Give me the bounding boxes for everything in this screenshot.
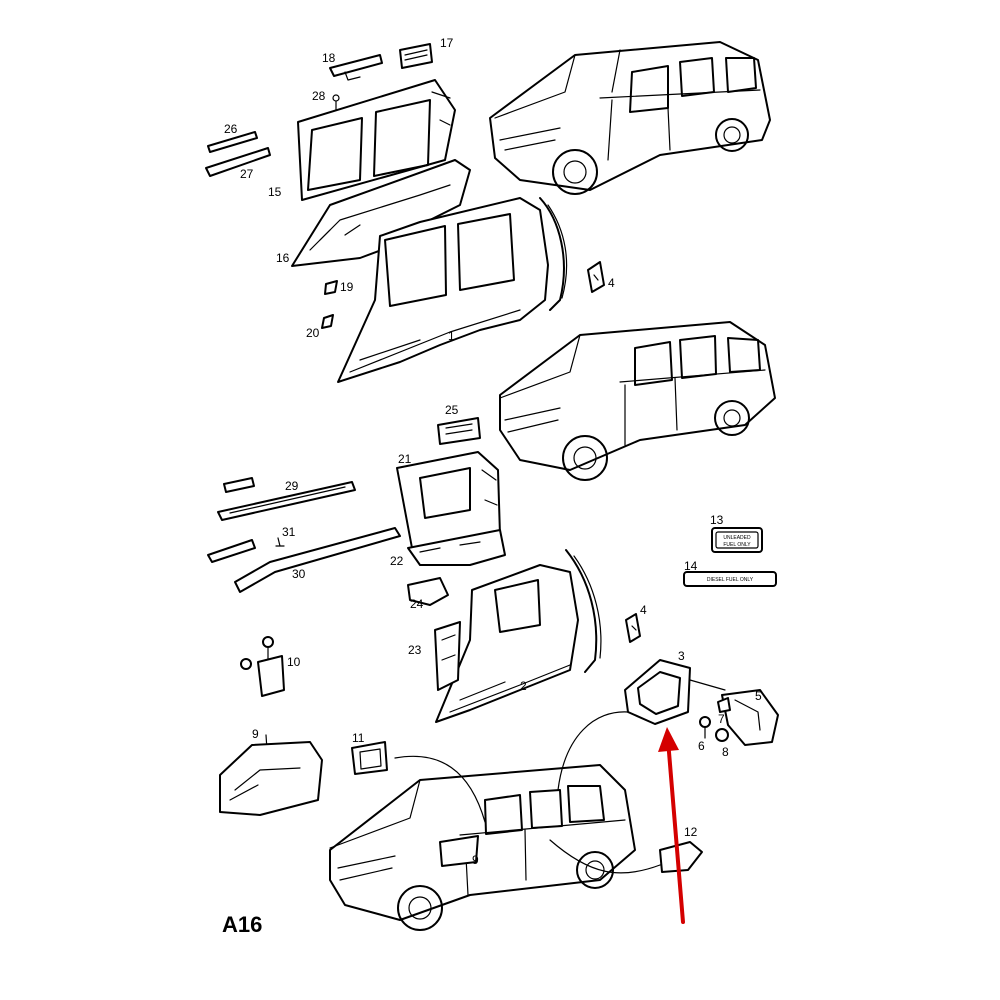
grommet-part-8 — [715, 728, 729, 742]
callout-18: 18 — [322, 51, 336, 65]
callout-20: 20 — [306, 326, 320, 340]
hinge-bracket-4-upper — [587, 261, 605, 293]
upper-body-panel-21 — [396, 451, 501, 549]
callout-31: 31 — [282, 525, 296, 539]
screw-part-6 — [699, 716, 711, 739]
callout-16: 16 — [276, 251, 290, 265]
inner-panel-22 — [407, 529, 506, 566]
bracket-part-24 — [407, 577, 449, 606]
callout-29: 29 — [285, 479, 299, 493]
moulding-strip-29 — [217, 481, 356, 521]
vehicle-bottom-illustration — [329, 764, 636, 931]
rear-quarter-panel-upper-assembly — [297, 79, 456, 201]
callout-27: 27 — [240, 167, 254, 181]
callout-5: 5 — [755, 689, 762, 703]
callout-1: 1 — [448, 329, 455, 343]
callout-15: 15 — [268, 185, 282, 199]
callout-7: 7 — [718, 712, 725, 726]
callout-3: 3 — [678, 649, 685, 663]
jack-storage-part-9 — [219, 734, 323, 816]
unleaded-fuel-label-13: UNLEADED FUEL ONLY — [711, 527, 763, 553]
small-strip-top-29 — [223, 477, 255, 493]
pillar-trim-strip-lower — [565, 549, 602, 673]
moulding-strip-26 — [207, 131, 258, 153]
fuel-door-5 — [721, 689, 779, 746]
callout-2: 2 — [520, 679, 527, 693]
clip-part-19 — [324, 280, 338, 295]
callout-8: 8 — [722, 745, 729, 759]
callout-9-upper: 9 — [252, 727, 259, 741]
bracket-part-17 — [399, 43, 433, 69]
inner-wheelhouse-panel — [291, 159, 471, 267]
leader-line-12 — [549, 839, 661, 874]
moulding-strip-27 — [205, 147, 271, 177]
callout-10: 10 — [287, 655, 301, 669]
bracket-part-23 — [434, 621, 461, 691]
leader-line-3 — [557, 711, 629, 791]
callout-23: 23 — [408, 643, 422, 657]
diagram-code: A16 — [222, 912, 262, 937]
callout-13: 13 — [710, 513, 724, 527]
bracket-part-11 — [351, 741, 388, 775]
small-strip-left-30 — [207, 539, 256, 563]
callout-19: 19 — [340, 280, 354, 294]
callout-14: 14 — [684, 559, 698, 573]
bolt-bracket-10 — [240, 636, 285, 697]
unleaded-label-text-1: UNLEADED — [723, 535, 751, 541]
bracket-part-25 — [437, 417, 481, 445]
moulding-strip-30 — [234, 527, 401, 593]
callout-9-lower: 9 — [472, 853, 479, 867]
callout-26: 26 — [224, 122, 238, 136]
callout-6: 6 — [698, 739, 705, 753]
callout-25: 25 — [445, 403, 459, 417]
bracket-part-18 — [329, 54, 383, 81]
clip-part-7 — [717, 697, 731, 713]
hinge-bracket-4-lower — [625, 613, 641, 643]
clip-part-28 — [332, 94, 340, 111]
clip-part-31 — [275, 537, 285, 547]
callout-24: 24 — [410, 597, 424, 611]
pillar-trim-strip — [539, 197, 568, 311]
callout-30: 30 — [292, 567, 306, 581]
diesel-fuel-label-14: DIESEL FUEL ONLY — [683, 571, 777, 587]
unleaded-label-text-2: FUEL ONLY — [723, 542, 751, 548]
diesel-label-text: DIESEL FUEL ONLY — [707, 577, 754, 583]
outer-quarter-panel-2 — [435, 564, 579, 723]
callout-22: 22 — [390, 554, 404, 568]
callout-labels: 1 2 3 4 4 5 6 7 8 9 9 10 11 12 13 14 15 … — [224, 36, 762, 867]
callout-4-lower: 4 — [640, 603, 647, 617]
leader-line-11 — [394, 755, 486, 823]
vehicle-middle-illustration — [499, 321, 776, 481]
callout-21: 21 — [398, 452, 412, 466]
callout-12: 12 — [684, 825, 698, 839]
fuel-filler-housing-3 — [624, 659, 726, 725]
vehicle-top-illustration — [489, 41, 771, 195]
clip-part-12 — [659, 841, 703, 873]
red-indicator-arrow — [658, 727, 685, 924]
callout-11: 11 — [352, 731, 365, 745]
clip-part-20 — [321, 314, 334, 329]
callout-17: 17 — [440, 36, 454, 50]
callout-4-upper: 4 — [608, 276, 615, 290]
callout-28: 28 — [312, 89, 326, 103]
outer-side-panel-body — [337, 197, 549, 383]
